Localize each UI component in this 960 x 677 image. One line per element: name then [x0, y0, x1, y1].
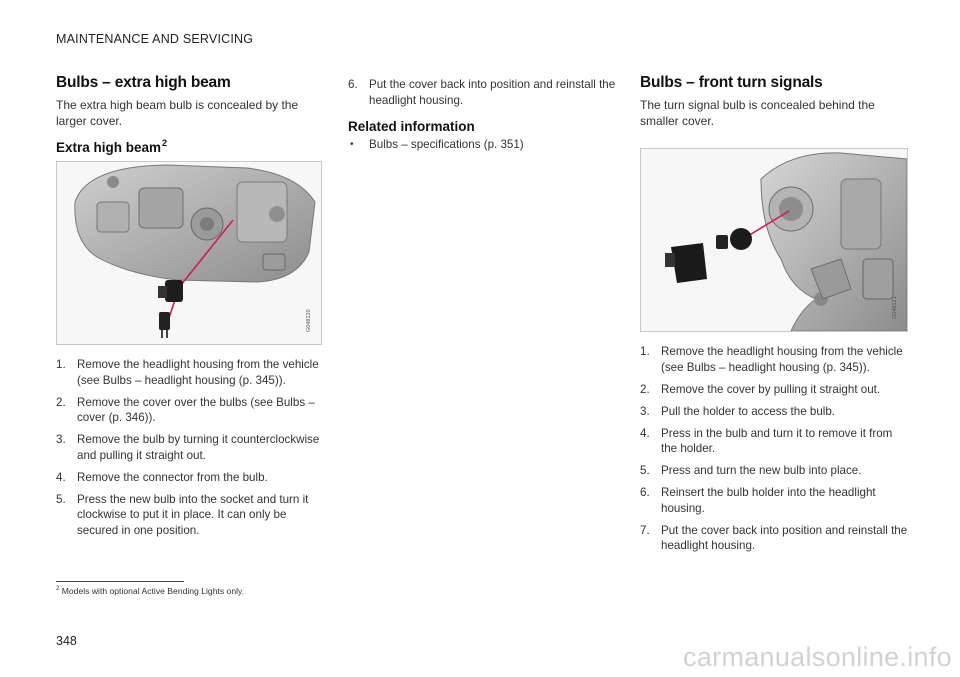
figure-code: G048120: [306, 309, 312, 332]
list-item: 5.Press the new bulb into the socket and…: [56, 492, 309, 537]
list-item: 2.Remove the cover over the bulbs (see B…: [56, 395, 315, 425]
list-item: 2.Remove the cover by pulling it straigh…: [640, 382, 881, 396]
related-information-heading: Related information: [348, 119, 475, 134]
subheading-text: Extra high beam: [56, 140, 162, 155]
bullet: •: [350, 139, 354, 150]
list-item: 6.Reinsert the bulb holder into the head…: [640, 486, 876, 515]
section-title-extra-high-beam: Bulbs – extra high beam: [56, 74, 231, 91]
turn-signal-illustration: [665, 152, 907, 331]
list-item: 7.Put the cover back into position and r…: [640, 523, 908, 553]
list-item: 4.Remove the connector from the bulb.: [56, 470, 268, 484]
steps-front-turn-signals: 1.Remove the headlight housing from the …: [640, 344, 908, 554]
related-link-bulb-specs[interactable]: Bulbs – specifications (p. 351): [369, 138, 524, 151]
list-item: 4.Press in the bulb and turn it to remov…: [640, 426, 893, 456]
list-item: 3.Pull the holder to access the bulb.: [640, 404, 836, 418]
list-item: 6.Put the cover back into position and r…: [348, 78, 616, 107]
steps-extra-high-beam: 1.Remove the headlight housing from the …: [56, 357, 322, 538]
running-header: MAINTENANCE AND SERVICING: [56, 32, 254, 46]
subheading-extra-high-beam: Extra high beam2: [56, 138, 322, 155]
headlight-illustration: [74, 164, 316, 338]
intro-front-turn-signals: The turn signal bulb is concealed behind…: [640, 98, 875, 128]
section-title-front-turn-signals: Bulbs – front turn signals: [640, 74, 823, 91]
figure-front-turn-signals: G048121: [640, 148, 908, 332]
watermark: carmanualsonline.info: [683, 642, 952, 672]
left-column: Bulbs – extra high beam The extra high b…: [56, 74, 322, 545]
footnote: 2 Models with optional Active Bending Li…: [56, 586, 245, 596]
intro-extra-high-beam: The extra high beam bulb is concealed by…: [56, 98, 299, 128]
list-item: • Bulbs – specifications (p. 351): [348, 137, 616, 153]
list-item: 1.Remove the headlight housing from the …: [56, 358, 319, 387]
page-number: 348: [56, 634, 77, 648]
footnote-rule: [56, 581, 184, 582]
related-links: • Bulbs – specifications (p. 351): [348, 137, 616, 153]
list-item: 5.Press and turn the new bulb into place…: [640, 464, 862, 477]
footnote-marker: 2: [162, 138, 168, 148]
middle-column: 6.Put the cover back into position and r…: [348, 77, 616, 153]
figure-extra-high-beam: G048120: [56, 161, 322, 345]
steps-continued: 6.Put the cover back into position and r…: [348, 77, 616, 108]
list-item: 1.Remove the headlight housing from the …: [640, 345, 903, 374]
list-item: 3.Remove the bulb by turning it counterc…: [56, 433, 320, 462]
right-column: Bulbs – front turn signals The turn sign…: [640, 74, 908, 560]
pointer-line: [176, 219, 234, 291]
figure-code: G048121: [892, 296, 898, 319]
